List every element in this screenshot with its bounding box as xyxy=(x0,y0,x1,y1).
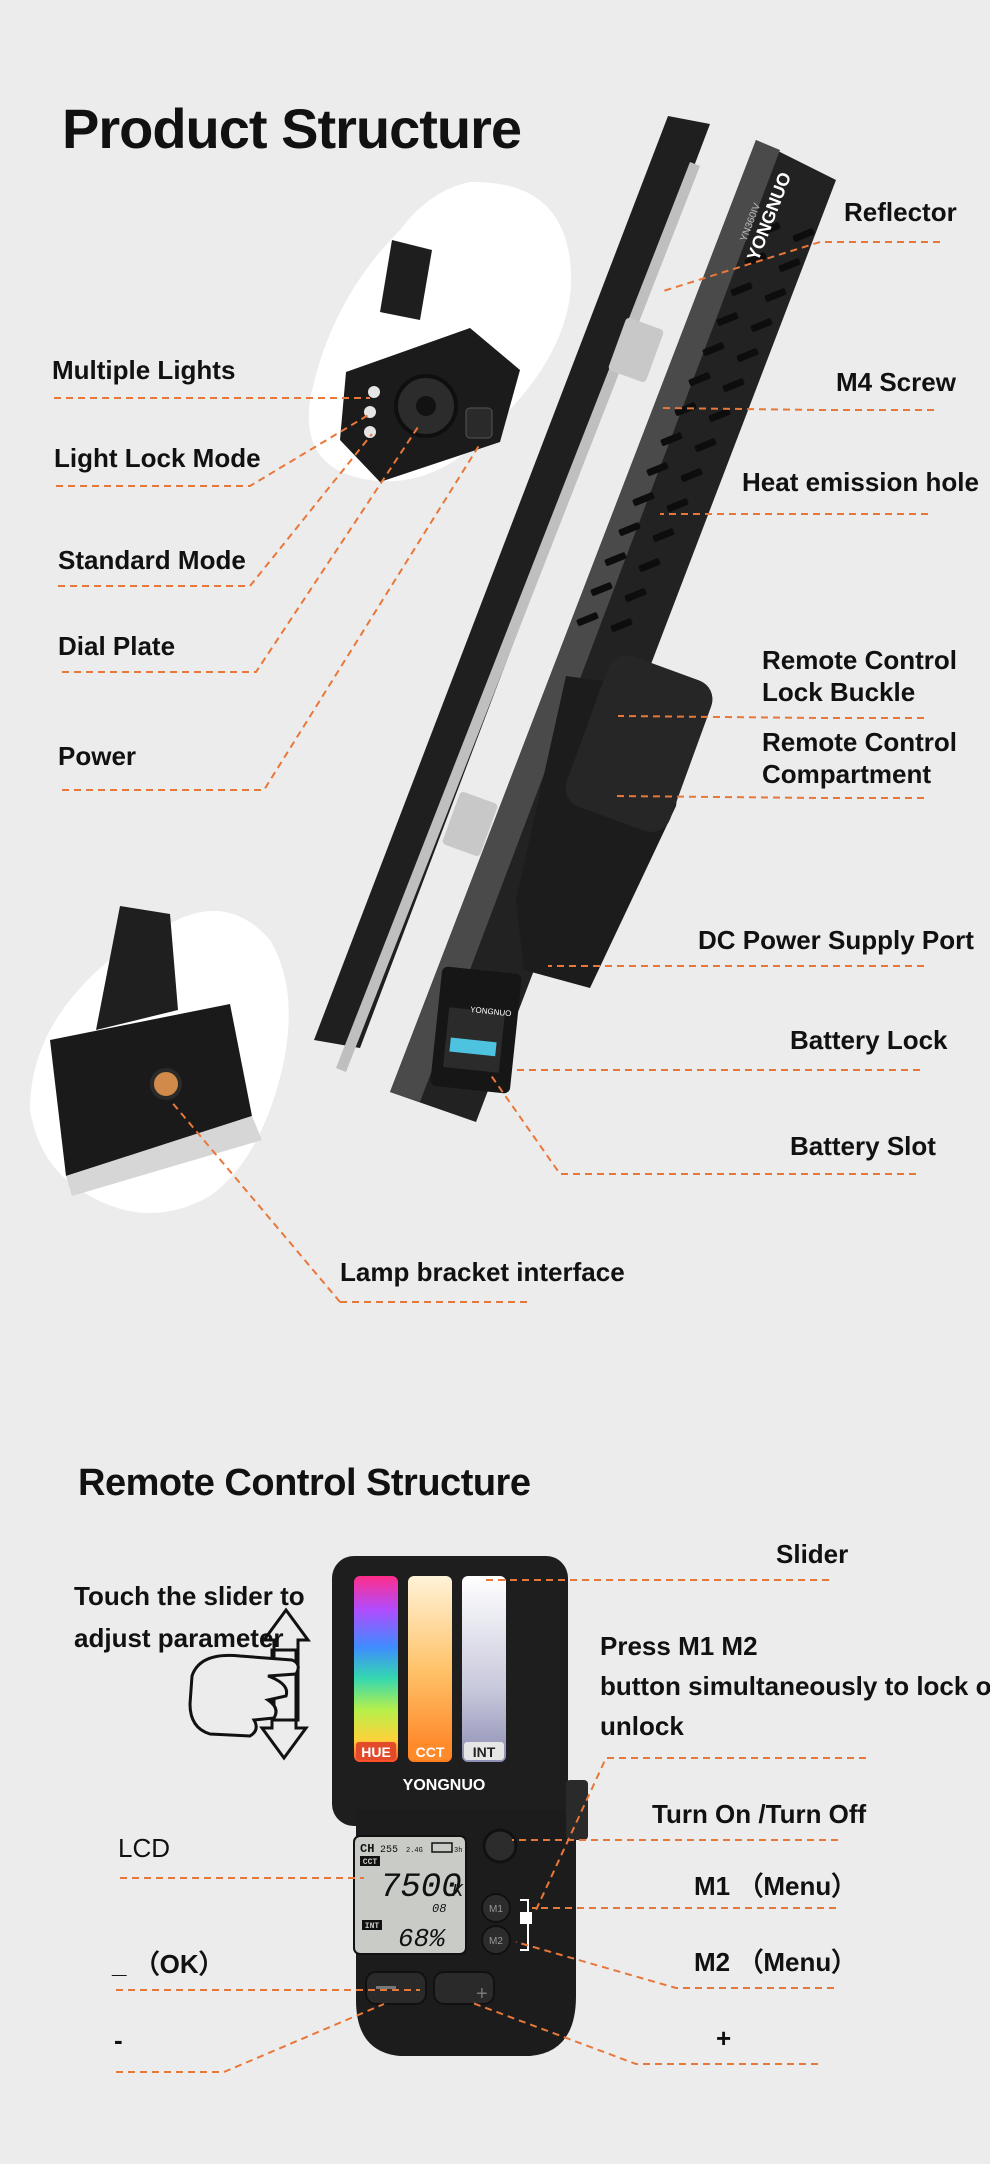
label-battery-slot: Battery Slot xyxy=(790,1131,936,1161)
remote-brand-logo: YONGNUO xyxy=(403,1777,486,1794)
standard-mode-icon xyxy=(364,426,376,438)
hue-slider xyxy=(354,1576,398,1762)
barn-door-panel xyxy=(314,116,710,1048)
remote-compartment xyxy=(565,655,713,833)
plus-button xyxy=(433,1971,495,2005)
label-turn-on-off: Turn On /Turn Off xyxy=(652,1799,867,1829)
swipe-gesture-icon xyxy=(188,1607,311,1761)
remote-control-device: HUE CCT INT YONGNUO CH 255 2.4G 3h CCT 7… xyxy=(188,1556,588,2056)
label-minus: - xyxy=(114,2025,123,2055)
control-panel-inset xyxy=(308,181,572,482)
tripod-socket-icon xyxy=(150,1068,182,1100)
label-press-m1m2-1: Press M1 M2 xyxy=(600,1631,758,1661)
lcd-battery-icon xyxy=(431,1842,453,1853)
label-touch-slider-1: Touch the slider to xyxy=(74,1581,305,1611)
m1-button xyxy=(481,1893,511,1923)
label-dc-power-port: DC Power Supply Port xyxy=(698,925,974,955)
m2-button-label: M2 xyxy=(489,1936,503,1947)
label-multiple-lights: Multiple Lights xyxy=(52,355,236,385)
lcd-time: 3h xyxy=(454,1847,462,1855)
label-remote-compartment-2: Compartment xyxy=(762,759,932,789)
label-dial-plate: Dial Plate xyxy=(58,631,176,661)
heat-holes xyxy=(576,222,815,632)
power-button-icon xyxy=(465,407,493,439)
cct-tab-label: CCT xyxy=(416,1744,445,1760)
m1-button-label: M1 xyxy=(489,1904,503,1915)
label-touch-slider-2: adjust parameter xyxy=(74,1623,284,1653)
product-leader-lines xyxy=(54,241,940,1303)
lcd-mode-badge: CCT xyxy=(363,1858,378,1867)
lcd-main-value: 7500 xyxy=(380,1869,462,1907)
battery-brand-text: YONGNUO xyxy=(470,1005,512,1018)
label-battery-lock: Battery Lock xyxy=(790,1025,948,1055)
label-plus: + xyxy=(716,2023,732,2053)
hinge-icon xyxy=(442,317,664,857)
label-remote-lock-buckle-2: Lock Buckle xyxy=(762,677,916,707)
plus-glyph-icon: + xyxy=(476,1983,488,2005)
lcd-ch-label: CH xyxy=(360,1842,374,1856)
label-press-m1m2-2: button simultaneously to lock or xyxy=(600,1671,990,1701)
lcd-sub-value: 08 xyxy=(432,1902,446,1916)
ok-glyph-icon xyxy=(376,1986,396,1989)
label-heat-emission-hole: Heat emission hole xyxy=(742,467,979,497)
label-m2-menu: M2 （Menu） xyxy=(694,1947,858,1977)
label-light-lock-mode: Light Lock Mode xyxy=(54,443,261,473)
lcd-percent: 68% xyxy=(398,1924,446,1954)
lcd-band: 2.4G xyxy=(406,1847,423,1855)
label-reflector: Reflector xyxy=(844,197,957,227)
m1m2-bracket-icon xyxy=(520,1899,529,1951)
label-remote-compartment-1: Remote Control xyxy=(762,727,957,757)
label-lcd: LCD xyxy=(118,1833,171,1863)
lcd-unit: K xyxy=(452,1882,464,1902)
remote-leader-lines xyxy=(116,1579,866,2073)
product-structure-title: Product Structure xyxy=(62,97,522,160)
label-ok: _ （OK） xyxy=(112,1949,225,1979)
cct-slider xyxy=(408,1576,452,1762)
label-press-m1m2-3: unlock xyxy=(600,1711,684,1741)
label-power: Power xyxy=(58,741,137,771)
m2-button xyxy=(481,1925,511,1955)
bracket-inset xyxy=(30,906,289,1213)
label-lamp-bracket: Lamp bracket interface xyxy=(340,1257,625,1287)
remote-structure-title: Remote Control Structure xyxy=(78,1462,531,1504)
lcd-int-badge: INT xyxy=(365,1922,380,1931)
label-m1-menu: M1 （Menu） xyxy=(694,1871,858,1901)
label-remote-lock-buckle-1: Remote Control xyxy=(762,645,957,675)
light-bar-device: YONGNUO YONGNUO YN360IV xyxy=(314,116,836,1122)
multiple-lights-icon xyxy=(368,386,380,398)
int-slider xyxy=(462,1576,506,1762)
hue-tab-label: HUE xyxy=(361,1744,391,1760)
label-m4-screw: M4 Screw xyxy=(836,367,956,397)
lcd-ch-number: 255 xyxy=(380,1845,398,1856)
power-button xyxy=(482,1828,518,1864)
label-standard-mode: Standard Mode xyxy=(58,545,246,575)
label-slider: Slider xyxy=(776,1539,849,1569)
int-tab-label: INT xyxy=(473,1744,496,1760)
